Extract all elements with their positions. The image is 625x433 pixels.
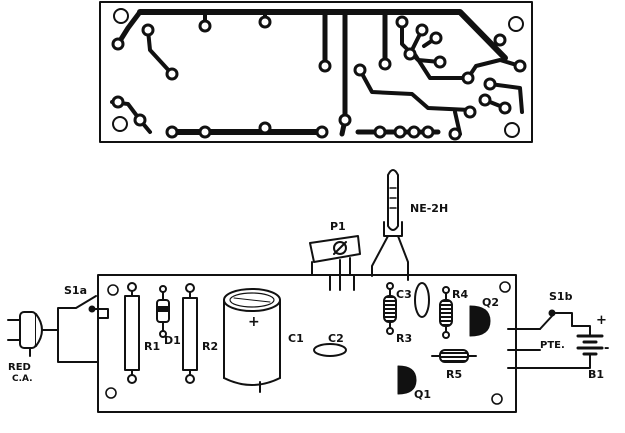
label-battery-minus: - bbox=[604, 341, 609, 356]
switch-s1a bbox=[57, 295, 109, 363]
pcb-pad bbox=[393, 125, 407, 139]
pcb-pad bbox=[513, 59, 527, 73]
diode-d1 bbox=[156, 285, 170, 338]
label-c1: C1 bbox=[288, 332, 304, 345]
board-mount-hole bbox=[491, 393, 503, 405]
pcb-pad bbox=[258, 15, 272, 29]
label-battery-plus: + bbox=[596, 313, 607, 328]
resistor-r5 bbox=[431, 349, 477, 363]
label-r5: R5 bbox=[446, 368, 462, 381]
label-q1: Q1 bbox=[414, 388, 431, 401]
pcb-trace bbox=[410, 28, 470, 80]
label-c2: C2 bbox=[328, 332, 344, 345]
label-c3: C3 bbox=[396, 288, 412, 301]
pcb-trace bbox=[466, 58, 522, 80]
label-r4: R4 bbox=[452, 288, 468, 301]
label-pte: PTE. bbox=[540, 340, 565, 351]
pcb-trace-layout bbox=[99, 1, 533, 143]
pcb-trace bbox=[137, 9, 508, 61]
resistor-r1 bbox=[124, 282, 140, 384]
label-c1-plus: + bbox=[248, 314, 260, 330]
pcb-pad bbox=[373, 125, 387, 139]
pcb-pad bbox=[258, 121, 272, 135]
label-ca: C.A. bbox=[12, 374, 33, 384]
pcb-mount-hole bbox=[112, 116, 128, 132]
battery-b1 bbox=[571, 325, 604, 363]
transistor-q2 bbox=[469, 305, 491, 337]
pcb-pad bbox=[165, 125, 179, 139]
label-red: RED bbox=[8, 362, 31, 373]
label-d1: D1 bbox=[164, 334, 181, 347]
pcb-pad bbox=[429, 31, 443, 45]
pcb-mount-hole bbox=[508, 16, 524, 32]
resistor-r2 bbox=[182, 283, 198, 384]
pcb-pad bbox=[415, 23, 429, 37]
component-layout bbox=[7, 169, 604, 413]
pcb-pad bbox=[483, 77, 497, 91]
ac-plug bbox=[7, 311, 59, 357]
pcb-pad bbox=[318, 59, 332, 73]
capacitor-c1 bbox=[223, 288, 281, 393]
pcb-pad bbox=[133, 113, 147, 127]
pcb-pad bbox=[463, 105, 477, 119]
label-q2: Q2 bbox=[482, 296, 499, 309]
pcb-pad bbox=[493, 33, 507, 47]
neon-lamp-ne2h bbox=[371, 169, 409, 281]
pcb-pad bbox=[461, 71, 475, 85]
label-r3: R3 bbox=[396, 332, 412, 345]
label-b1: B1 bbox=[588, 368, 604, 381]
pcb-pad bbox=[353, 63, 367, 77]
capacitor-c2 bbox=[313, 343, 347, 357]
label-ne2h: NE-2H bbox=[410, 202, 448, 215]
pcb-pad bbox=[498, 101, 512, 115]
pcb-trace bbox=[358, 68, 472, 112]
pcb-pad bbox=[111, 95, 125, 109]
board-mount-hole bbox=[107, 284, 119, 296]
pcb-mount-hole bbox=[113, 8, 129, 24]
pcb-pad bbox=[433, 55, 447, 69]
resistor-r3 bbox=[383, 282, 397, 335]
output-wiring bbox=[507, 309, 591, 369]
potentiometer-p1 bbox=[309, 235, 361, 291]
pcb-pad bbox=[403, 47, 417, 61]
pcb-pad bbox=[448, 127, 462, 141]
pcb-pad bbox=[421, 125, 435, 139]
pcb-pad bbox=[395, 15, 409, 29]
pcb-pad bbox=[478, 93, 492, 107]
pcb-pad bbox=[141, 23, 155, 37]
label-p1: P1 bbox=[330, 220, 346, 233]
pcb-trace bbox=[146, 28, 174, 76]
label-r1: R1 bbox=[144, 340, 160, 353]
pcb-mount-hole bbox=[504, 122, 520, 138]
pcb-outline bbox=[99, 1, 533, 143]
label-s1a: S1a bbox=[64, 284, 87, 297]
pcb-pad bbox=[378, 57, 392, 71]
capacitor-c3 bbox=[414, 282, 430, 318]
pcb-pad bbox=[338, 113, 352, 127]
pcb-pad bbox=[111, 37, 125, 51]
resistor-r4 bbox=[439, 286, 453, 339]
component-board-outline bbox=[97, 274, 517, 413]
label-s1b: S1b bbox=[549, 290, 573, 303]
pcb-pad bbox=[315, 125, 329, 139]
board-mount-hole bbox=[499, 281, 511, 293]
board-mount-hole bbox=[105, 387, 117, 399]
label-r2: R2 bbox=[202, 340, 218, 353]
pcb-pad bbox=[198, 19, 212, 33]
labels: S1a S1b P1 NE-2H R1 D1 R2 C1 C2 C3 R3 R4… bbox=[8, 202, 609, 401]
pcb-trace bbox=[488, 82, 524, 114]
transistor-q1 bbox=[397, 365, 417, 395]
pcb-pad bbox=[198, 125, 212, 139]
pcb-pad bbox=[165, 67, 179, 81]
pcb-pad bbox=[407, 125, 421, 139]
